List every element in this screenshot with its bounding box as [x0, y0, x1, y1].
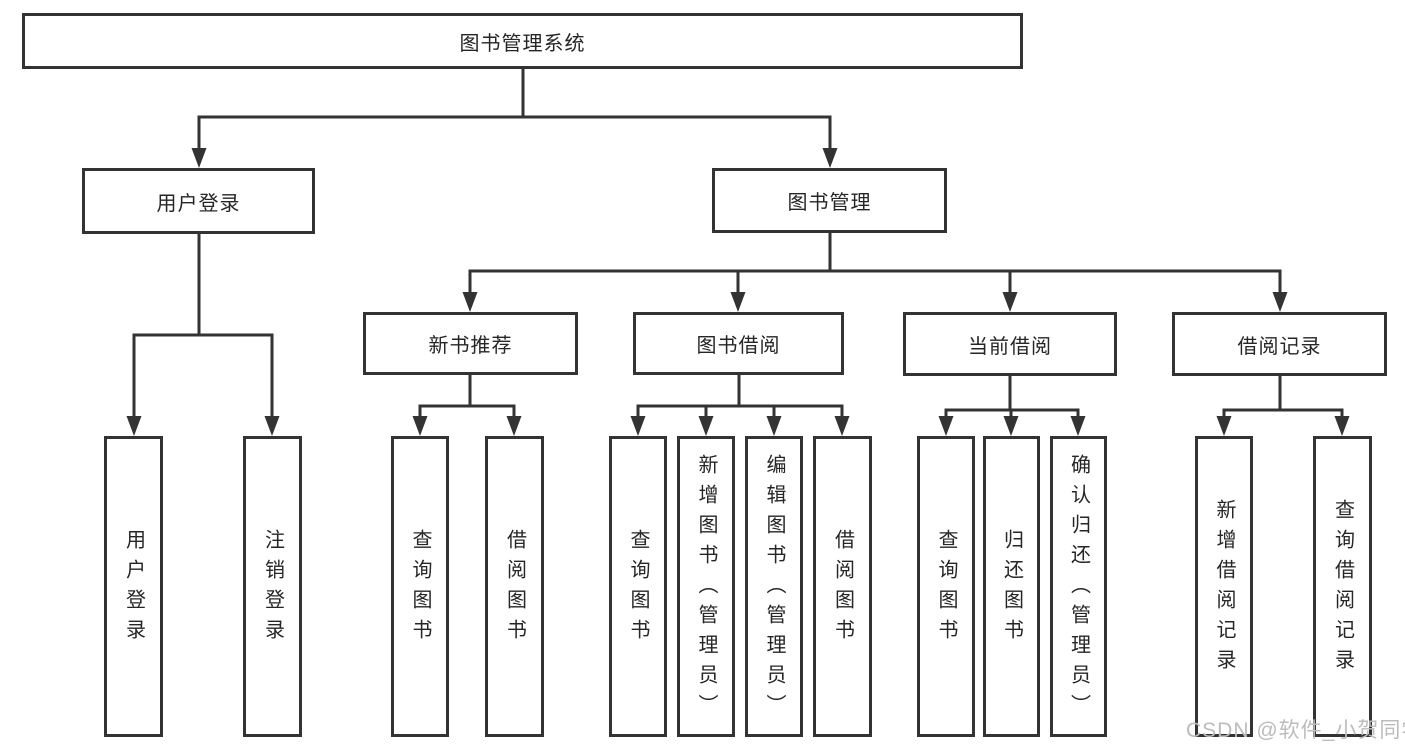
node-current-borrow: 当前借阅 — [903, 312, 1117, 376]
leaf-query-books-borrow: 查询图书 — [609, 436, 667, 737]
leaf-user-login: 用户登录 — [104, 436, 163, 737]
node-borrow-records: 借阅记录 — [1172, 312, 1387, 376]
leaf-add-books-admin: 新增图书（管理员） — [677, 436, 735, 737]
node-library-management-system: 图书管理系统 — [22, 13, 1023, 69]
leaf-add-borrow-record: 新增借阅记录 — [1195, 436, 1253, 737]
leaf-return-books: 归还图书 — [983, 436, 1040, 737]
leaf-confirm-return-admin: 确认归还（管理员） — [1050, 436, 1107, 737]
leaf-borrow-books-recommend: 借阅图书 — [485, 436, 544, 737]
leaf-query-borrow-record: 查询借阅记录 — [1313, 436, 1372, 737]
node-book-management: 图书管理 — [712, 168, 947, 233]
node-new-book-recommend: 新书推荐 — [363, 312, 578, 375]
leaf-edit-books-admin: 编辑图书（管理员） — [745, 436, 803, 737]
csdn-watermark: CSDN @软件_小贺同学 — [1186, 719, 1405, 742]
leaf-query-books-current: 查询图书 — [917, 436, 975, 737]
node-user-login: 用户登录 — [82, 168, 315, 234]
leaf-borrow-books: 借阅图书 — [813, 436, 872, 737]
leaf-logout: 注销登录 — [243, 436, 302, 737]
leaf-query-books-recommend: 查询图书 — [391, 436, 449, 737]
node-book-borrow: 图书借阅 — [633, 312, 844, 375]
